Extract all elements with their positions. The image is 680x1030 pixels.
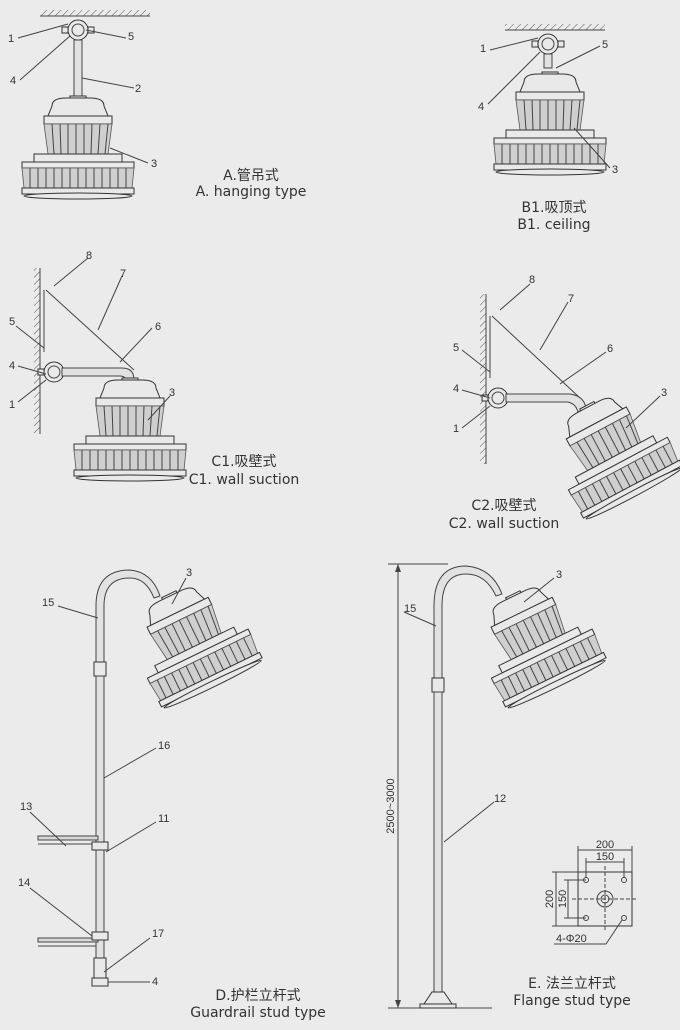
figure-a-caption-cn: A.管吊式 [223,168,279,184]
figure-c1-caption-en: C1. wall suction [189,472,300,488]
flange-holes: 4-Φ20 [556,933,587,945]
figure-c2-caption-en: C2. wall suction [449,516,560,532]
callout-label: 3 [169,387,175,399]
callout-label: 13 [20,801,32,813]
callout-label: 3 [556,569,562,581]
figure-e-caption-en: Flange stud type [513,993,631,1009]
callout-label: 3 [186,567,192,579]
figure-c1: 8 7 5 6 4 1 3 C1.吸壁式 C1. wall suction [9,250,299,488]
flange-inner-height: 150 [557,890,569,908]
figure-c1-caption-cn: C1.吸壁式 [211,454,276,470]
callout-label: 6 [155,321,161,333]
callout-label: 15 [42,597,54,609]
figure-a-caption-en: A. hanging type [196,184,307,200]
callout-label: 1 [9,399,15,411]
figure-d-caption-en: Guardrail stud type [190,1005,326,1021]
callout-label: 11 [158,813,169,825]
callout-label: 1 [480,43,486,55]
callout-label: 5 [453,342,459,354]
callout-label: 4 [152,976,158,988]
callout-label: 8 [529,274,535,286]
flange-inner-width: 150 [596,851,614,863]
figure-c2: 8 7 5 6 4 1 3 C2.吸壁式 C2. wall suction [449,274,680,532]
figure-b1: 1 4 5 3 B1.吸顶式 B1. ceiling [478,24,618,233]
figure-b1-caption-cn: B1.吸顶式 [522,200,587,216]
height-dimension: 2500~3000 [385,778,397,833]
callout-label: 4 [478,101,484,113]
callout-label: 1 [453,423,459,435]
callout-label: 5 [602,39,608,51]
callout-label: 17 [152,928,164,940]
callout-label: 4 [453,383,459,395]
callout-label: 5 [128,31,134,43]
figure-e-caption-cn: E. 法兰立杆式 [528,976,616,992]
callout-label: 2 [135,83,141,95]
callout-label: 5 [9,316,15,328]
figure-d-caption-cn: D.护栏立杆式 [215,988,300,1004]
callout-label: 15 [404,603,416,615]
callout-label: 1 [8,33,14,45]
flange-outer-width: 200 [596,839,614,851]
figure-e: 2500~3000 3 15 12 [385,563,638,1009]
callout-label: 4 [10,75,16,87]
figure-b1-caption-en: B1. ceiling [517,217,590,233]
figure-a: 1 4 5 2 3 A.管吊式 A. hanging type [8,10,306,200]
figure-c2-caption-cn: C2.吸壁式 [471,498,536,514]
callout-label: 12 [494,793,506,805]
callout-label: 7 [120,268,126,280]
callout-label: 14 [18,877,30,889]
callout-label: 3 [612,164,618,176]
callout-label: 16 [158,740,170,752]
callout-label: 4 [9,360,15,372]
flange-plate-detail: 200 150 200 150 4-Φ20 [544,839,638,945]
figure-d: 3 15 16 13 11 14 17 4 D.护栏立杆式 Guardrail … [18,567,326,1021]
callout-label: 7 [568,293,574,305]
flange-outer-height: 200 [544,890,556,908]
callout-label: 8 [86,250,92,262]
callout-label: 6 [607,343,613,355]
callout-label: 3 [661,387,667,399]
callout-label: 3 [151,158,157,170]
